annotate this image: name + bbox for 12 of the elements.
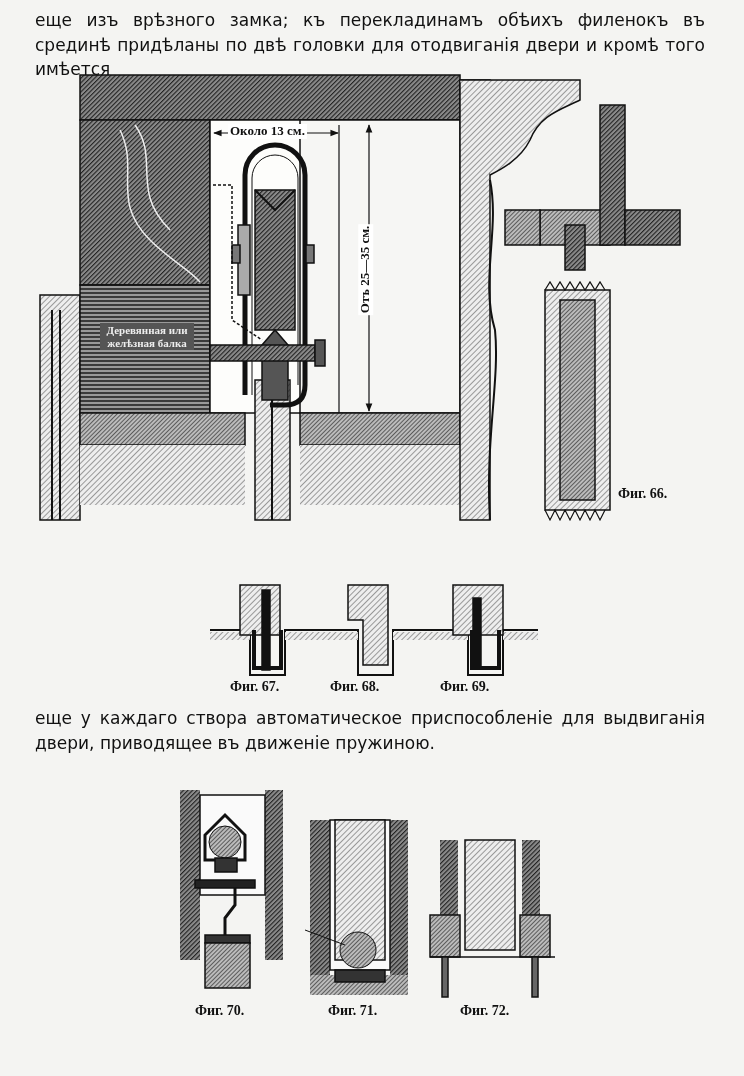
figure-caption: Фиг. 67. — [230, 679, 280, 696]
figure-caption: Фиг. 68. — [330, 679, 380, 696]
figure-caption: Фиг. 71. — [328, 1003, 378, 1020]
body-text: еще у каждаго створа автоматическое приспособленіе для выдвиганія двери, приводящее въ движеніе пружиною. — [35, 707, 705, 755]
dimension-label: Около 13 см. — [228, 124, 307, 139]
figure-caption: Фиг. 66. — [618, 486, 668, 503]
figure-caption: Фиг. 69. — [440, 679, 490, 696]
body-text: еще изъ врѣзного замка; къ перекладинамъ обѣихъ филенокъ въ срединѣ придѣланы по двѣ головки для отодвиганія двери и кромѣ того имѣется — [35, 9, 705, 82]
figure-caption: Фиг. 72. — [460, 1003, 510, 1020]
beam-label: Деревянная или желѣзная балка — [100, 323, 194, 351]
dimension-label: Отъ 25—35 см. — [358, 223, 374, 316]
figure-caption: Фиг. 70. — [195, 1003, 245, 1020]
